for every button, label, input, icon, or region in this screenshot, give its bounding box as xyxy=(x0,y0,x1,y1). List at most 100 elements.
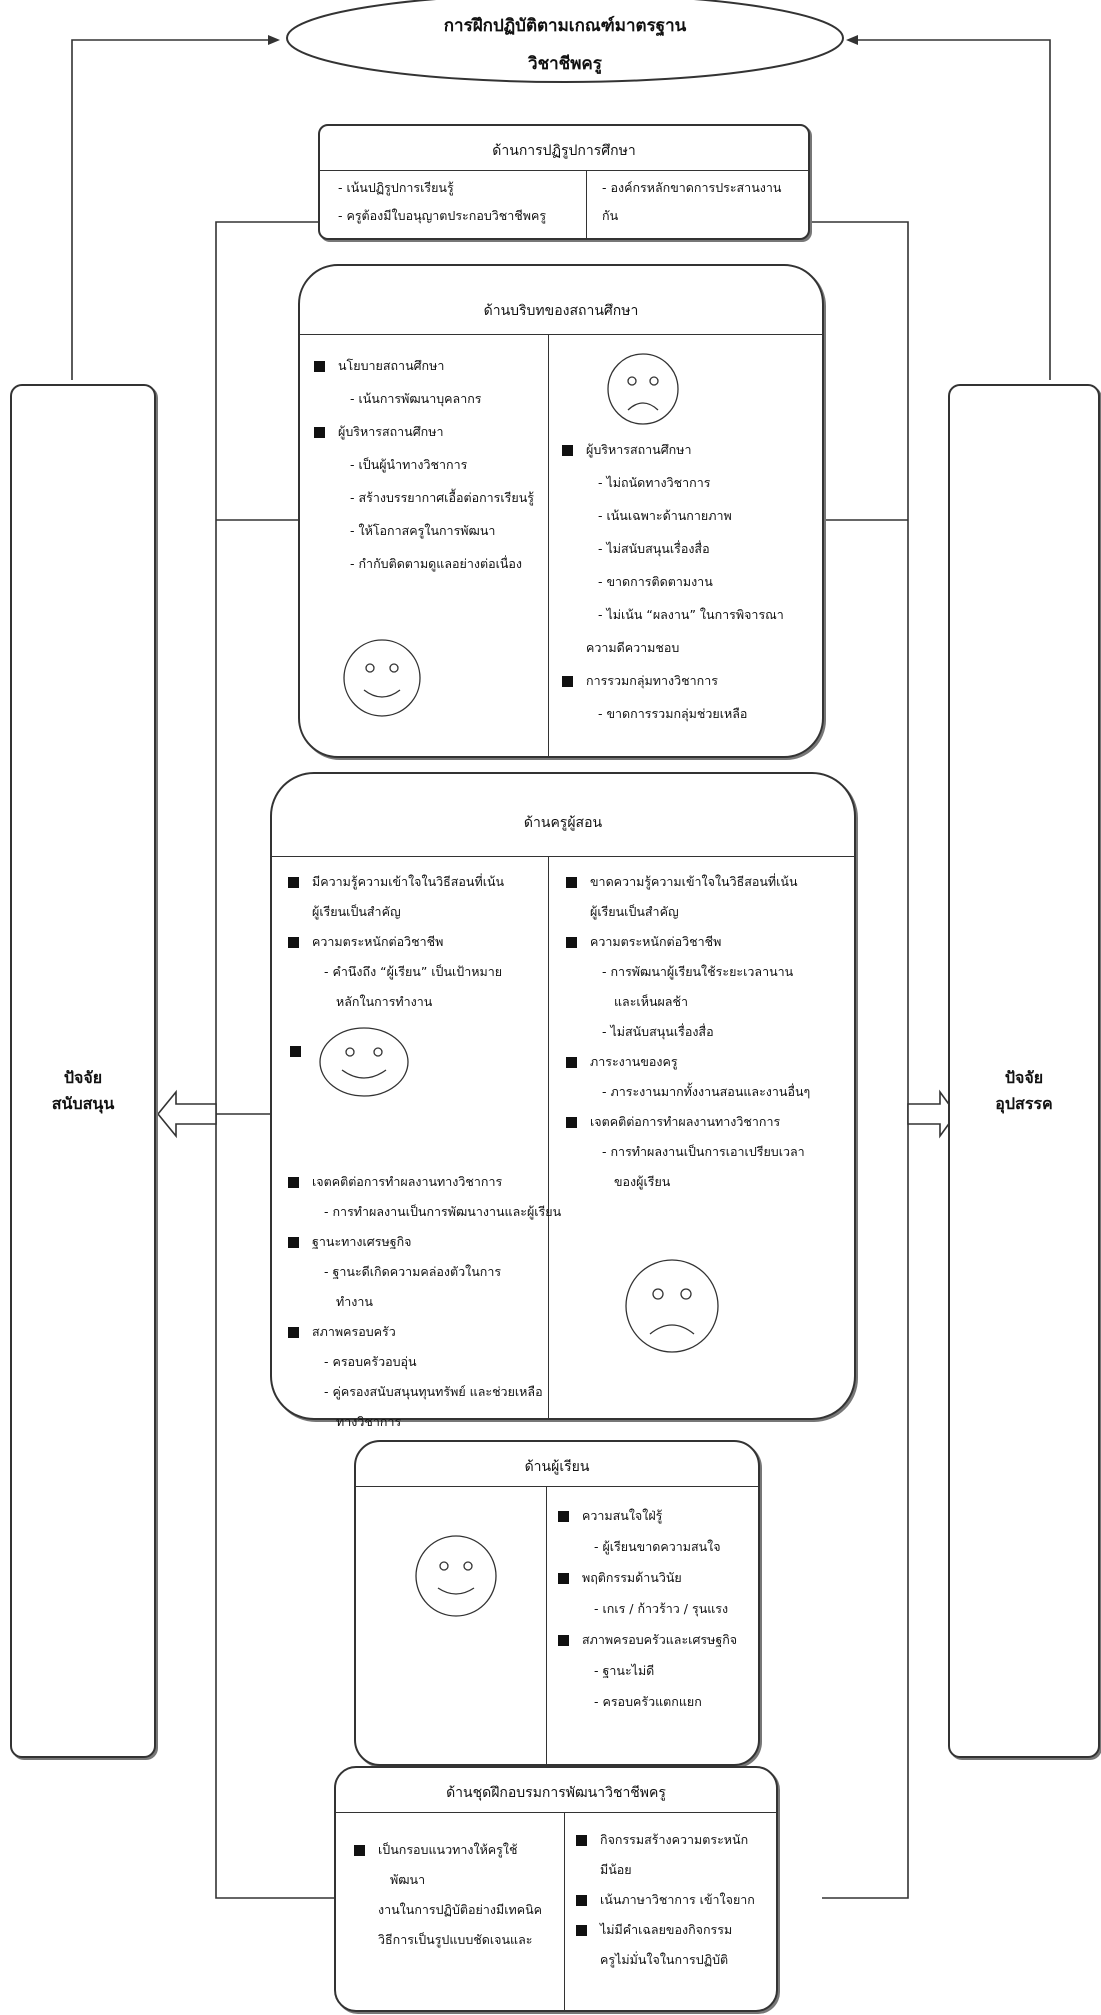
list-item: - กำกับติดตามดูแลอย่างต่อเนื่อง xyxy=(350,556,523,571)
list-item: - เน้นเฉพาะด้านกายภาพ xyxy=(598,508,732,523)
bullet-square xyxy=(558,1635,569,1646)
bullet-square xyxy=(290,1046,301,1057)
list-item: ผู้เรียนเป็นสำคัญ xyxy=(312,904,401,919)
list-item: - ไม่เน้น “ผลงาน” ในการพิจารณา xyxy=(598,607,784,622)
list-item: - ฐานะดีเกิดความคล่องตัวในการ xyxy=(324,1264,502,1279)
smiley-face-icon xyxy=(319,1027,409,1097)
right-feedback-line xyxy=(858,39,1051,380)
list-item: หลักในการทำงาน xyxy=(336,994,433,1009)
supporting-factor-box: ปัจจัย สนับสนุน xyxy=(10,384,156,1758)
obstacle-factor-line-2: อุปสรรค xyxy=(995,1094,1053,1113)
title-ellipse xyxy=(286,0,844,83)
list-heading: ความสนใจใฝ่รู้ xyxy=(582,1508,663,1523)
obstacle-factor-line-1: ปัจจัย xyxy=(1004,1068,1044,1087)
list-item: - คู่ครองสนับสนุนทุนทรัพย์ และช่วยเหลือ xyxy=(324,1384,543,1399)
list-item: - ไม่สนับสนุนเรื่องสื่อ xyxy=(598,541,710,556)
obstacle-factor-box: ปัจจัย อุปสรรค xyxy=(948,384,1100,1758)
teacher-box: ด้านครูผู้สอน มีความรู้ความเข้าใจในวิธีส… xyxy=(270,772,856,1429)
title-line-2: วิชาชีพครู xyxy=(528,54,602,74)
supporting-factor-line-1: ปัจจัย xyxy=(63,1068,103,1087)
list-item: - ผู้เรียนขาดความสนใจ xyxy=(594,1539,721,1554)
list-heading: ภาระงานของครู xyxy=(590,1054,678,1069)
list-heading: นโยบายสถานศึกษา xyxy=(338,358,445,373)
list-item: - เน้นการพัฒนาบุคลากร xyxy=(350,391,482,406)
list-heading: เจตคติต่อการทำผลงานทางวิชาการ xyxy=(590,1114,781,1129)
list-item: ครูไม่มั่นใจในการปฏิบัติ xyxy=(600,1952,729,1967)
bullet-square xyxy=(576,1835,587,1846)
list-item: - การทำผลงานเป็นการเอาเปรียบเวลา xyxy=(602,1144,805,1159)
list-item: - การพัฒนาผู้เรียนใช้ระยะเวลานาน xyxy=(602,964,794,979)
list-heading: ความตระหนักต่อวิชาชีพ xyxy=(590,934,722,949)
list-item: - ภาระงานมากทั้งงานสอนและงานอื่นๆ xyxy=(602,1084,811,1099)
school-header: ด้านบริบทของสถานศึกษา xyxy=(483,303,639,319)
list-heading: มีความรู้ความเข้าใจในวิธีสอนที่เน้น xyxy=(312,874,505,889)
list-heading: เน้นภาษาวิชาการ เข้าใจยาก xyxy=(600,1892,755,1907)
sad-face-icon xyxy=(625,1259,719,1353)
bullet-square xyxy=(558,1511,569,1522)
smiley-face-icon xyxy=(343,639,421,717)
list-heading: การรวมกลุ่มทางวิชาการ xyxy=(586,673,718,688)
list-heading: ความตระหนักต่อวิชาชีพ xyxy=(312,934,444,949)
bullet-square xyxy=(566,1117,577,1128)
list-item: - ให้โอกาสครูในการพัฒนา xyxy=(350,523,496,538)
bullet-square xyxy=(562,445,573,456)
bullet-square xyxy=(576,1895,587,1906)
list-item: ทางวิชาการ xyxy=(336,1414,402,1429)
list-item: ทำงาน xyxy=(336,1294,373,1309)
list-item: วิธีการเป็นรูปแบบชัดเจนและ xyxy=(378,1932,533,1947)
bullet-square xyxy=(566,877,577,888)
list-item: ของผู้เรียน xyxy=(614,1174,671,1189)
list-item: - ขาดการรวมกลุ่มช่วยเหลือ xyxy=(598,706,748,721)
smiley-face-icon xyxy=(415,1535,497,1617)
reform-header: ด้านการปฏิรูปการศึกษา xyxy=(492,143,636,159)
list-heading: เจตคติต่อการทำผลงานทางวิชาการ xyxy=(312,1174,503,1189)
list-item: - สร้างบรรยากาศเอื้อต่อการเรียนรู้ xyxy=(350,490,534,505)
left-feedback-line xyxy=(71,39,268,380)
title-line-1: การฝึกปฏิบัติตามเกณฑ์มาตรฐาน xyxy=(443,16,687,36)
list-heading: ผู้บริหารสถานศึกษา xyxy=(586,442,692,457)
bullet-square xyxy=(288,937,299,948)
list-heading: สภาพครอบครัวและเศรษฐกิจ xyxy=(582,1632,738,1647)
learner-header: ด้านผู้เรียน xyxy=(524,1459,590,1475)
list-item: - ขาดการติดตามงาน xyxy=(598,574,713,589)
list-heading: ฐานะทางเศรษฐกิจ xyxy=(312,1234,412,1249)
list-item: - การทำผลงานเป็นการพัฒนางานและผู้เรียน xyxy=(324,1204,562,1219)
arrow-head-icon xyxy=(846,35,858,45)
right-spine-line xyxy=(806,221,909,1899)
reform-left-item: - ครูต้องมีใบอนุญาตประกอบวิชาชีพครู xyxy=(338,208,547,223)
list-item: ผู้เรียนเป็นสำคัญ xyxy=(590,904,679,919)
sad-face-icon xyxy=(607,353,679,425)
reform-left-item: - เน้นปฏิรูปการเรียนรู้ xyxy=(338,180,454,195)
bullet-square xyxy=(566,1057,577,1068)
bullet-square xyxy=(288,1237,299,1248)
bullet-square xyxy=(354,1845,365,1856)
list-heading: กิจกรรมสร้างความตระหนัก xyxy=(600,1832,749,1847)
list-item: - เกเร / ก้าวร้าว / รุนแรง xyxy=(594,1601,729,1616)
list-item: - ฐานะไม่ดี xyxy=(594,1663,655,1678)
left-spine-line xyxy=(215,221,338,1899)
training-box: ด้านชุดฝึกอบรมการพัฒนาวิชาชีพครู เป็นกรอ… xyxy=(334,1766,778,2012)
list-item: - ไม่ถนัดทางวิชาการ xyxy=(598,475,711,490)
bullet-square xyxy=(576,1925,587,1936)
list-item: งานในการปฏิบัติอย่างมีเทคนิค xyxy=(378,1902,542,1917)
bullet-square xyxy=(288,877,299,888)
list-item: - ครอบครัวแตกแยก xyxy=(594,1694,702,1709)
list-item: และเห็นผลช้า xyxy=(614,994,688,1009)
bullet-square xyxy=(558,1573,569,1584)
reform-box: ด้านการปฏิรูปการศึกษา - เน้นปฏิรูปการเรี… xyxy=(318,124,810,240)
list-item: ความดีความชอบ xyxy=(586,640,680,655)
learner-box: ด้านผู้เรียน ความสนใจใฝ่รู้ - ผู้เรียนขาด… xyxy=(354,1440,760,1766)
bullet-square xyxy=(288,1327,299,1338)
reform-right-item: กัน xyxy=(602,208,619,223)
bullet-square xyxy=(566,937,577,948)
left-block-arrow-icon xyxy=(156,1089,217,1139)
bullet-square xyxy=(314,427,325,438)
bullet-square xyxy=(288,1177,299,1188)
supporting-factor-line-2: สนับสนุน xyxy=(51,1094,115,1113)
list-heading: ผู้บริหารสถานศึกษา xyxy=(338,424,444,439)
bullet-square xyxy=(314,361,325,372)
reform-right-item: - องค์กรหลักขาดการประสานงาน xyxy=(602,180,782,195)
bullet-square xyxy=(562,676,573,687)
list-item: มีน้อย xyxy=(600,1862,632,1877)
list-item: - ไม่สนับสนุนเรื่องสื่อ xyxy=(602,1024,714,1039)
